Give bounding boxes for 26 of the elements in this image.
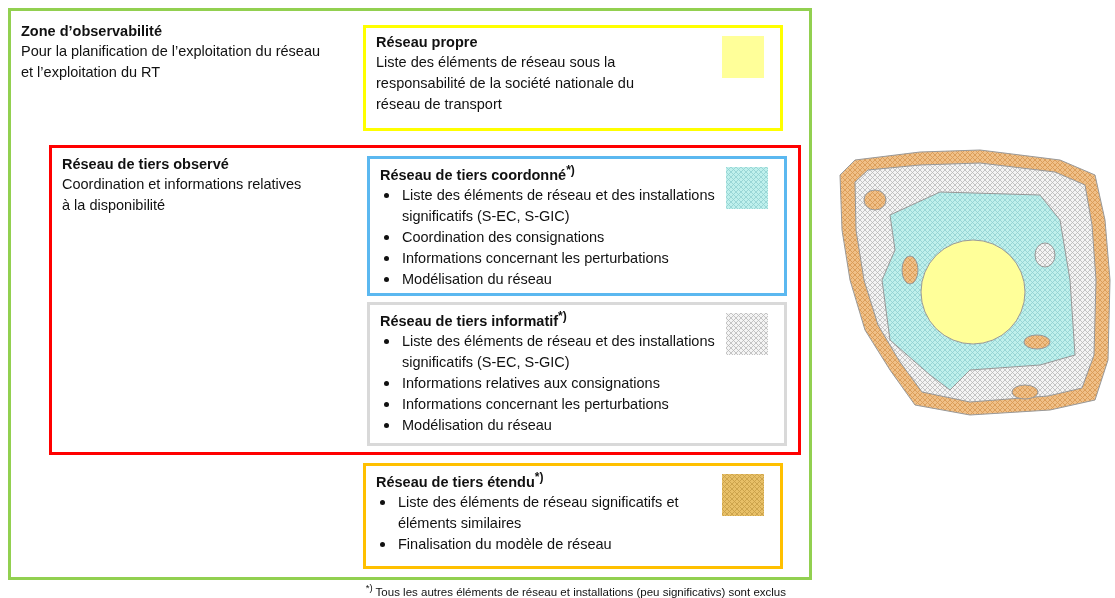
- bullet-item: Liste des éléments de réseau et des installations significatifs (S-EC, S-GIC): [402, 332, 715, 370]
- footnote: $^{*)}$ Tous les autres éléments de réseau et installations (peu significativs) sont exclus: [364, 582, 786, 598]
- bullet-item: Modélisation du réseau: [402, 270, 552, 287]
- zone-box: [367, 156, 787, 296]
- zone-box: [8, 8, 812, 580]
- box-heading: Réseau de tiers étendu$^{*)}$: [376, 470, 544, 490]
- bullet-item: Informations concernant les perturbations: [402, 249, 669, 266]
- bullet-item: Coordination des consignations: [402, 228, 605, 245]
- bullet-item: Liste des éléments de réseau significatifs et éléments similaires: [398, 493, 679, 531]
- box-heading: Réseau propre: [376, 34, 478, 50]
- zone-box: [367, 302, 787, 446]
- box-heading: Zone d’observabilité: [21, 23, 162, 39]
- bullet-item: Finalisation du modèle de réseau: [398, 535, 612, 552]
- bullet-item: Modélisation du réseau: [402, 416, 552, 433]
- zone-box: [363, 25, 783, 131]
- box-heading: Réseau de tiers informatif$^{*)}$: [380, 309, 567, 329]
- zone-box: [49, 145, 801, 455]
- description-text: Pour la planification de l’exploitation du réseau et l’exploitation du RT: [21, 42, 321, 82]
- bullet-item: Informations relatives aux consignations: [402, 374, 660, 391]
- zone-box: [363, 463, 783, 569]
- box-heading: Réseau de tiers coordonné$^{*)}$: [380, 163, 575, 183]
- box-heading: Réseau de tiers observé: [62, 156, 229, 172]
- description-text: Coordination et informations relatives à la disponibilité: [62, 175, 303, 215]
- description-text: Liste des éléments de réseau sous la responsabilité de la société nationale du réseau de transport: [376, 53, 635, 114]
- bullet-item: Liste des éléments de réseau et des installations significatifs (S-EC, S-GIC): [402, 186, 715, 224]
- bullet-item: Informations concernant les perturbations: [402, 395, 669, 412]
